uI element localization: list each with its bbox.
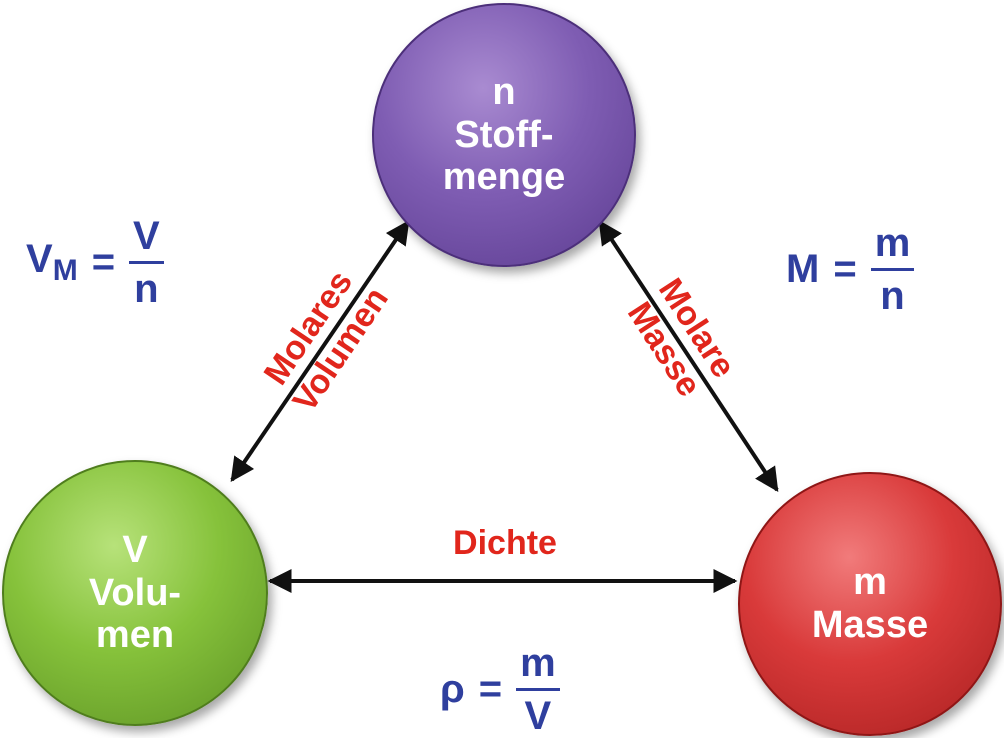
formula-molar-volume-den: n xyxy=(134,267,159,311)
node-volumen: V Volu- men xyxy=(2,460,268,726)
formula-molar-volume-sub: M xyxy=(52,254,78,287)
node-volumen-label-2: men xyxy=(95,614,175,657)
formula-density-eq: = xyxy=(478,667,503,711)
formula-molar-volume: VM = V n xyxy=(26,215,164,310)
formula-molar-mass-fraction: m n xyxy=(870,221,915,318)
formula-molar-volume-lhs: VM xyxy=(26,237,78,287)
formula-molar-volume-num: V xyxy=(133,214,160,258)
formula-density: ρ = m V xyxy=(440,642,560,737)
formula-density-den: V xyxy=(524,694,552,738)
formula-molar-mass-eq: = xyxy=(833,247,857,291)
fraction-bar xyxy=(870,268,915,271)
node-stoffmenge-label-2: menge xyxy=(442,156,566,199)
formula-density-num: m xyxy=(520,641,556,685)
arrow-molares-volumen xyxy=(230,220,410,482)
fraction-bar xyxy=(516,688,560,691)
node-masse-symbol: m xyxy=(853,561,887,604)
node-stoffmenge: n Stoff- menge xyxy=(372,3,636,267)
formula-molar-volume-eq: = xyxy=(91,240,116,284)
arrow-molare-masse xyxy=(598,219,779,493)
node-stoffmenge-label-1: Stoff- xyxy=(454,113,554,156)
fraction-bar xyxy=(129,261,164,264)
formula-molar-mass-lhs: M xyxy=(786,247,820,291)
formula-molar-volume-fraction: V n xyxy=(129,215,164,310)
node-masse-label: Masse xyxy=(811,604,929,646)
node-volumen-symbol: V xyxy=(122,529,148,572)
node-volumen-label-1: Volu- xyxy=(88,571,182,614)
edge-label-dichte-text: Dichte xyxy=(453,524,557,562)
formula-density-lhs: ρ xyxy=(440,667,465,711)
formula-molar-mass-num: m xyxy=(874,221,911,265)
formula-molar-mass: M = m n xyxy=(786,221,915,318)
formula-density-fraction: m V xyxy=(516,642,560,737)
edge-label-dichte: Dichte xyxy=(425,524,585,563)
node-stoffmenge-symbol: n xyxy=(492,71,516,114)
node-masse: m Masse xyxy=(738,472,1002,736)
formula-molar-mass-den: n xyxy=(880,274,905,318)
